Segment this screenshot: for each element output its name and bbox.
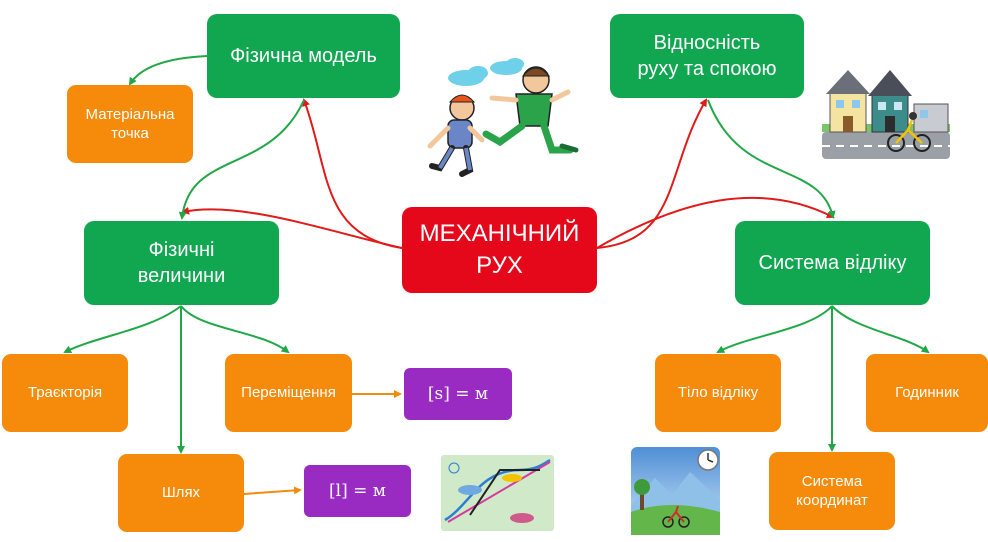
center-node-mechanical-motion: МЕХАНІЧНИЙ РУХ: [402, 207, 597, 293]
arrow-path-to-unit: [243, 486, 302, 495]
formula-path-unit: [l] = м: [304, 465, 411, 517]
node-reference-system: Система відліку: [735, 221, 930, 305]
node-coordinate-system: Система координат: [769, 452, 895, 530]
formula-displacement-unit: [s] = м: [404, 368, 512, 420]
arrow-center-to-quantities: [181, 206, 403, 249]
node-trajectory: Траєкторія: [2, 354, 128, 432]
node-displacement: Переміщення: [225, 354, 352, 432]
arrow-quantities-to-trajectory: [63, 305, 182, 353]
arrow-center-to-system: [596, 196, 835, 249]
node-relativity: Відносність руху та спокою: [610, 14, 804, 98]
arrow-relativity-to-system: [707, 99, 836, 219]
arrow-model-to-quantities: [178, 99, 305, 220]
arrow-center-to-relativity: [596, 98, 708, 249]
node-reference-body: Тіло відліку: [655, 354, 781, 432]
arrow-system-to-clock: [831, 305, 930, 354]
node-physical-model: Фізична модель: [207, 14, 400, 98]
node-physical-quantities: Фізичні величини: [84, 221, 279, 305]
node-material-point: Матеріальна точка: [67, 85, 193, 163]
arrow-quantities-to-displacement: [180, 305, 290, 354]
arrow-system-to-body: [716, 305, 833, 353]
node-clock: Годинник: [866, 354, 988, 432]
node-path: Шлях: [118, 454, 244, 532]
arrow-model-to-point: [128, 55, 208, 86]
